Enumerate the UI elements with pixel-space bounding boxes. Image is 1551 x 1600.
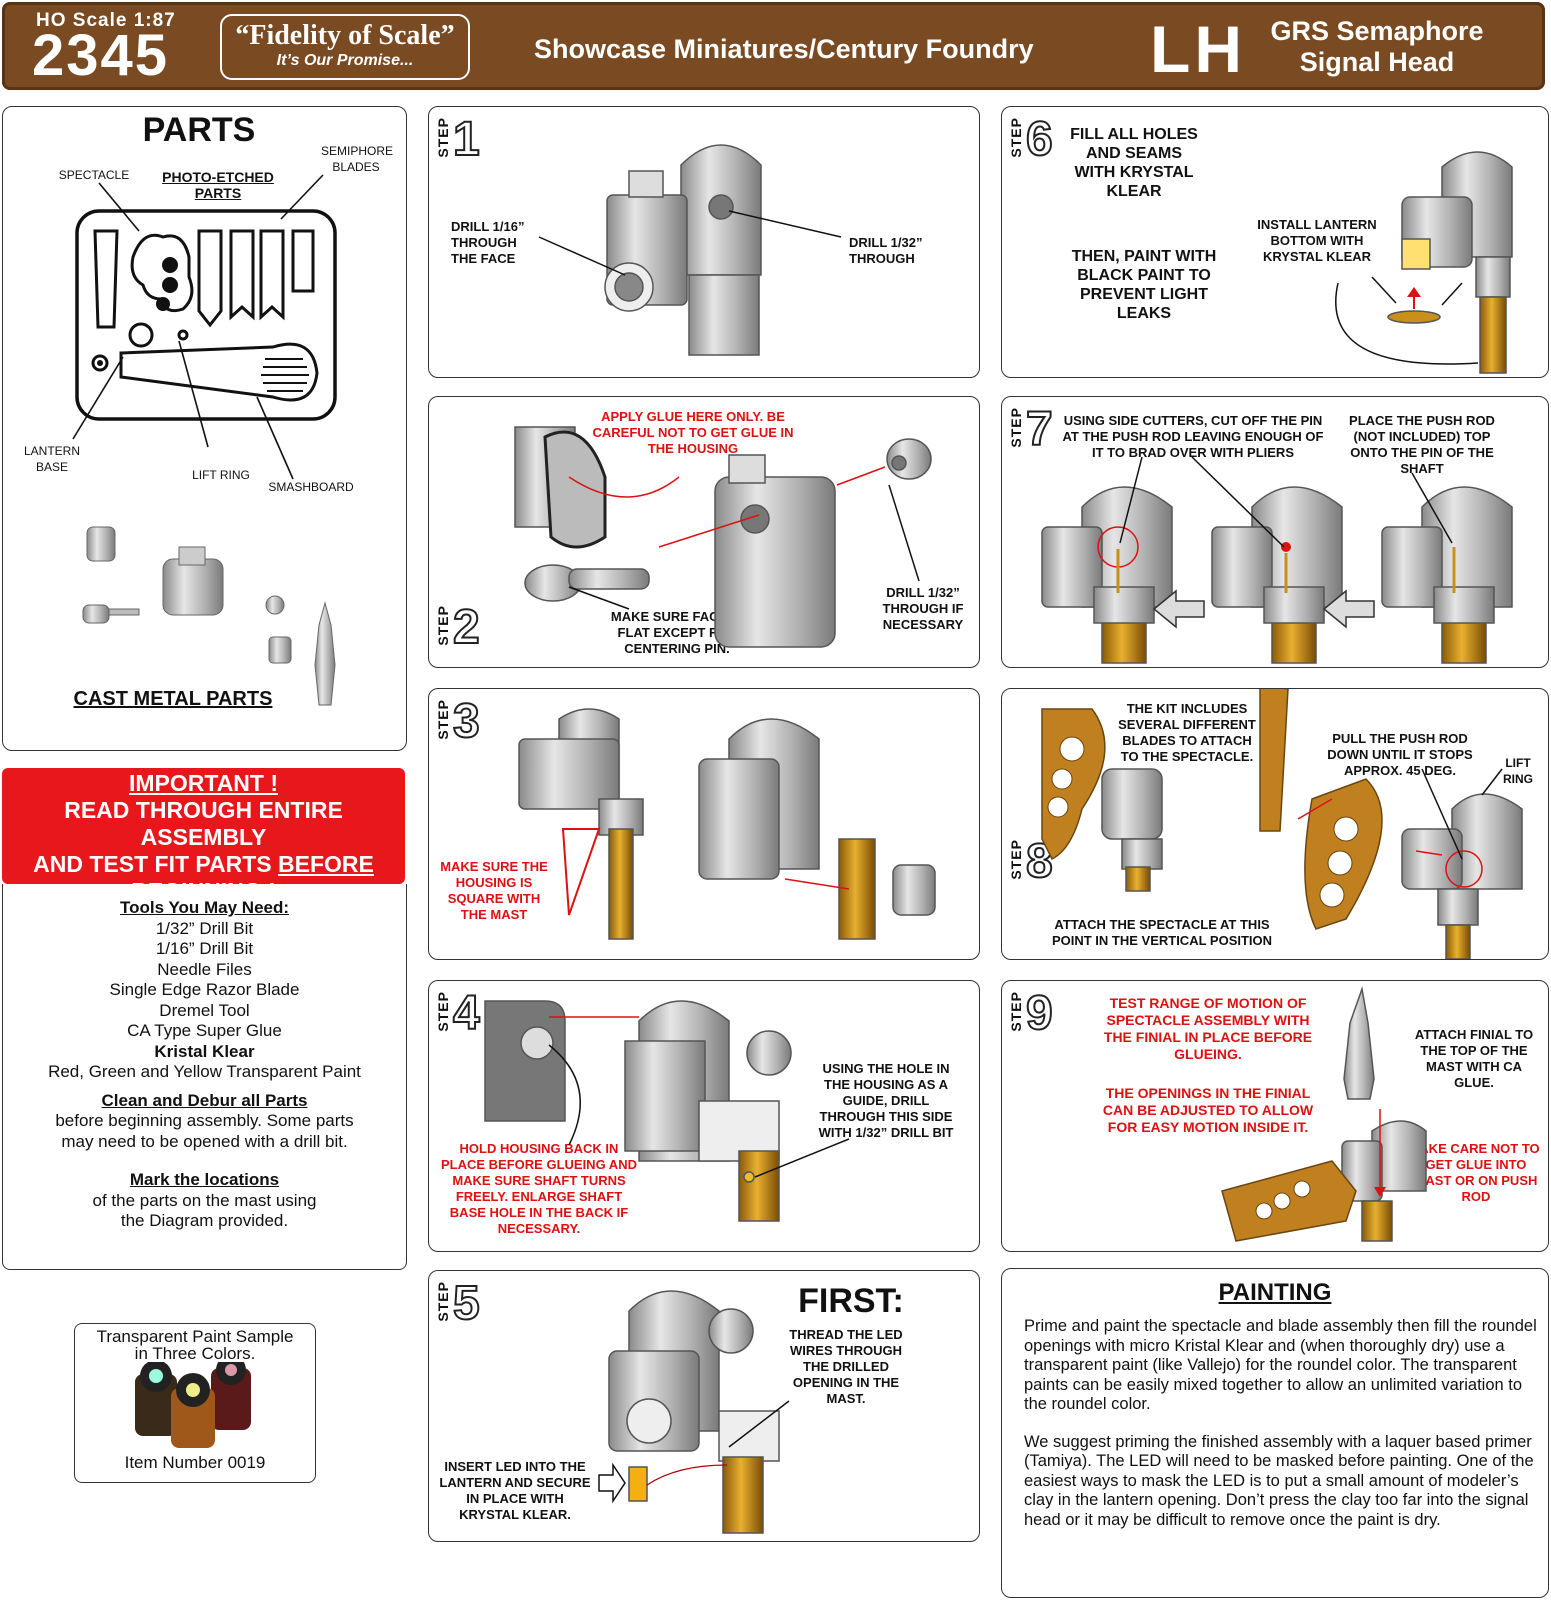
step-3-mast-drawing (518, 708, 936, 940)
item-number: 2345 (32, 23, 170, 88)
step-8-panel: STEP8 THE KIT INCLUDES SEVERAL DIFFERENT… (1001, 688, 1549, 960)
step-1-drill-through-note: DRILL 1/32” THROUGH (849, 235, 923, 266)
tool-item: Red, Green and Yellow Transparent Paint (48, 1062, 361, 1081)
step-5-first-heading: FIRST: (798, 1282, 904, 1320)
step-8-pull-note: PULL THE PUSH ROD DOWN UNTIL IT STOPS AP… (1327, 731, 1473, 778)
lantern-base-label: LANTERN BASE (23, 444, 80, 474)
step-8-lift-ring-note: LIFT RING (1503, 756, 1533, 786)
step-3-square-note: MAKE SURE THE HOUSING IS SQUARE WITH THE… (440, 859, 548, 922)
painting-title: PAINTING (1218, 1279, 1332, 1306)
step-7-pushrod-drawing (1041, 456, 1513, 664)
painting-paragraph-1: Prime and paint the spectacle and blade … (1024, 1317, 1537, 1413)
step-2-exploded-drawing (514, 426, 932, 648)
warning-line-2: READ THROUGH ENTIRE ASSEMBLY (64, 797, 343, 850)
tool-item: Kristal Klear (154, 1041, 255, 1061)
step-8-spectacle-drawing (1041, 689, 1523, 959)
side-label: LH (1150, 12, 1246, 86)
step-3-badge: STEP3 (435, 695, 481, 748)
step-5-led-drawing (598, 1290, 790, 1534)
tool-item: Needle Files (157, 959, 252, 979)
step-1-badge: STEP1 (435, 113, 481, 166)
cast-metal-label: CAST METAL PARTS (73, 688, 273, 710)
spectacle-label: SPECTACLE (58, 168, 130, 182)
lift-ring-label: LIFT RING (192, 468, 250, 482)
photo-etched-label: PHOTO-ETCHED PARTS (162, 169, 274, 201)
step-1-drill-face-note: DRILL 1/16” THROUGH THE FACE (451, 219, 525, 266)
paint-sample-box: Transparent Paint Sample in Three Colors… (74, 1323, 316, 1483)
scale-label: HO Scale 1:87 (36, 10, 176, 31)
brand-name: Showcase Miniatures/Century Foundry (534, 34, 1034, 64)
parts-panel: PARTS PHOTO-ETCHED PARTS SPECTACLE SEMIP… (2, 106, 407, 751)
step-9-test-note: TEST RANGE OF MOTION OF SPECTACLE ASSEMB… (1103, 995, 1313, 1062)
tool-item: Single Edge Razor Blade (109, 980, 300, 999)
title-line-2: Signal Head (1299, 47, 1455, 77)
step-9-care-note: TAKE CARE NOT TO GET GLUE INTO MAST OR O… (1412, 1141, 1540, 1204)
step-4-guide-note: USING THE HOLE IN THE HOUSING AS A GUIDE… (818, 1061, 954, 1140)
warning-line-4: BEGINNING ! (131, 878, 276, 904)
paint-sample-line-2: in Three Colors. (134, 1344, 256, 1363)
step-4-badge: STEP4 (435, 987, 481, 1040)
step-9-attach-note: ATTACH FINIAL TO THE TOP OF THE MAST WIT… (1414, 1027, 1534, 1090)
clean-text: before beginning assembly. Some parts ma… (55, 1111, 354, 1151)
tools-panel: Tools You May Need: 1/32” Drill Bit 1/16… (2, 884, 407, 1270)
step-2-glue-note: APPLY GLUE HERE ONLY. BE CAREFUL NOT TO … (592, 409, 794, 456)
step-9-openings-note: THE OPENINGS IN THE FINIAL CAN BE ADJUST… (1102, 1085, 1314, 1135)
step-2-panel: STEP2 APPLY GLUE HERE ONLY. BE CAREFUL N… (428, 396, 980, 668)
tool-item: Dremel Tool (159, 1000, 250, 1020)
tools-heading: Tools You May Need: (119, 898, 290, 917)
step-5-panel: STEP5 FIRST: THREAD THE LED WIRES THROUG… (428, 1270, 980, 1542)
paint-sample-item: Item Number 0019 (124, 1453, 266, 1472)
step-8-attach-note: ATTACH THE SPECTACLE AT THIS POINT IN TH… (1051, 917, 1273, 948)
product-title: GRS Semaphore Signal Head (1257, 16, 1497, 78)
step-6-install-note: INSTALL LANTERN BOTTOM WITH KRYSTAL KLEA… (1257, 217, 1377, 264)
clean-heading: Clean and Debur all Parts (101, 1090, 308, 1110)
step-7-place-note: PLACE THE PUSH ROD (NOT INCLUDED) TOP ON… (1349, 413, 1495, 476)
step-4-hold-note: HOLD HOUSING BACK IN PLACE BEFORE GLUEIN… (441, 1141, 637, 1236)
parts-title: PARTS (142, 111, 256, 149)
warning-line-1: IMPORTANT ! (128, 770, 279, 796)
motto-badge: “Fidelity of Scale” It’s Our Promise... (220, 14, 470, 80)
tool-item: CA Type Super Glue (127, 1021, 282, 1040)
step-2-drill-note: DRILL 1/32” THROUGH IF NECESSARY (882, 585, 964, 632)
step-6-panel: STEP6 FILL ALL HOLES AND SEAMS WITH KRYS… (1001, 106, 1549, 378)
mark-heading: Mark the locations (129, 1170, 280, 1189)
title-line-1: GRS Semaphore (1270, 16, 1484, 46)
step-5-insert-note: INSERT LED INTO THE LANTERN AND SECURE I… (439, 1459, 591, 1522)
step-1-panel: STEP1 DRILL 1/16” THROUGH THE FACE DRILL… (428, 106, 980, 378)
photo-etched-fret-diagram (72, 174, 337, 706)
step-6-fill-note: FILL ALL HOLES AND SEAMS WITH KRYSTAL KL… (1070, 126, 1198, 200)
step-5-thread-note: THREAD THE LED WIRES THROUGH THE DRILLED… (789, 1327, 903, 1406)
mark-text: of the parts on the mast using the Diagr… (92, 1190, 317, 1231)
motto-sub: It’s Our Promise... (276, 52, 414, 69)
painting-paragraph-2: We suggest priming the finished assembly… (1024, 1432, 1534, 1529)
step-6-paint-note: THEN, PAINT WITH BLACK PAINT TO PREVENT … (1071, 248, 1217, 322)
step-1-housing-drawing (538, 144, 842, 356)
blades-label: SEMIPHORE BLADES (321, 144, 394, 174)
step-5-badge: STEP5 (435, 1277, 481, 1330)
step-4-drill-drawing (484, 1000, 850, 1222)
smashboard-label: SMASHBOARD (268, 480, 354, 494)
step-9-badge: STEP9 (1008, 987, 1054, 1040)
step-9-finial-drawing (1221, 986, 1427, 1242)
painting-panel: PAINTING Prime and paint the spectacle a… (1001, 1268, 1549, 1598)
step-7-panel: STEP7 USING SIDE CUTTERS, CUT OFF THE PI… (1001, 396, 1549, 668)
paint-sample-line-1: Transparent Paint Sample (96, 1327, 294, 1346)
paint-jars-image (135, 1355, 251, 1448)
motto-main: “Fidelity of Scale” (235, 20, 455, 51)
step-4-panel: STEP4 HOLD HOUSING BACK IN PLACE BEFORE … (428, 980, 980, 1252)
step-2-badge: STEP2 (435, 601, 481, 654)
header-banner: HO Scale 1:87 2345 “Fidelity of Scale” I… (2, 2, 1545, 90)
step-6-lantern-drawing (1335, 151, 1513, 374)
step-3-panel: STEP3 MAKE SURE THE HOUSING IS SQUARE WI… (428, 688, 980, 960)
tool-item: 1/16” Drill Bit (155, 939, 254, 958)
step-7-badge: STEP7 (1008, 403, 1054, 456)
important-warning: IMPORTANT ! READ THROUGH ENTIRE ASSEMBLY… (2, 768, 405, 904)
tool-item: 1/32” Drill Bit (155, 918, 254, 938)
step-9-panel: STEP9 TEST RANGE OF MOTION OF SPECTACLE … (1001, 980, 1549, 1252)
step-6-badge: STEP6 (1008, 113, 1054, 166)
step-8-kit-note: THE KIT INCLUDES SEVERAL DIFFERENT BLADE… (1118, 701, 1256, 764)
step-7-cut-note: USING SIDE CUTTERS, CUT OFF THE PIN AT T… (1062, 413, 1324, 460)
step-2-face-note: MAKE SURE FACE IS FLAT EXCEPT FOR CENTER… (610, 609, 744, 656)
warning-line-3: AND TEST FIT PARTS BEFORE (33, 851, 374, 877)
